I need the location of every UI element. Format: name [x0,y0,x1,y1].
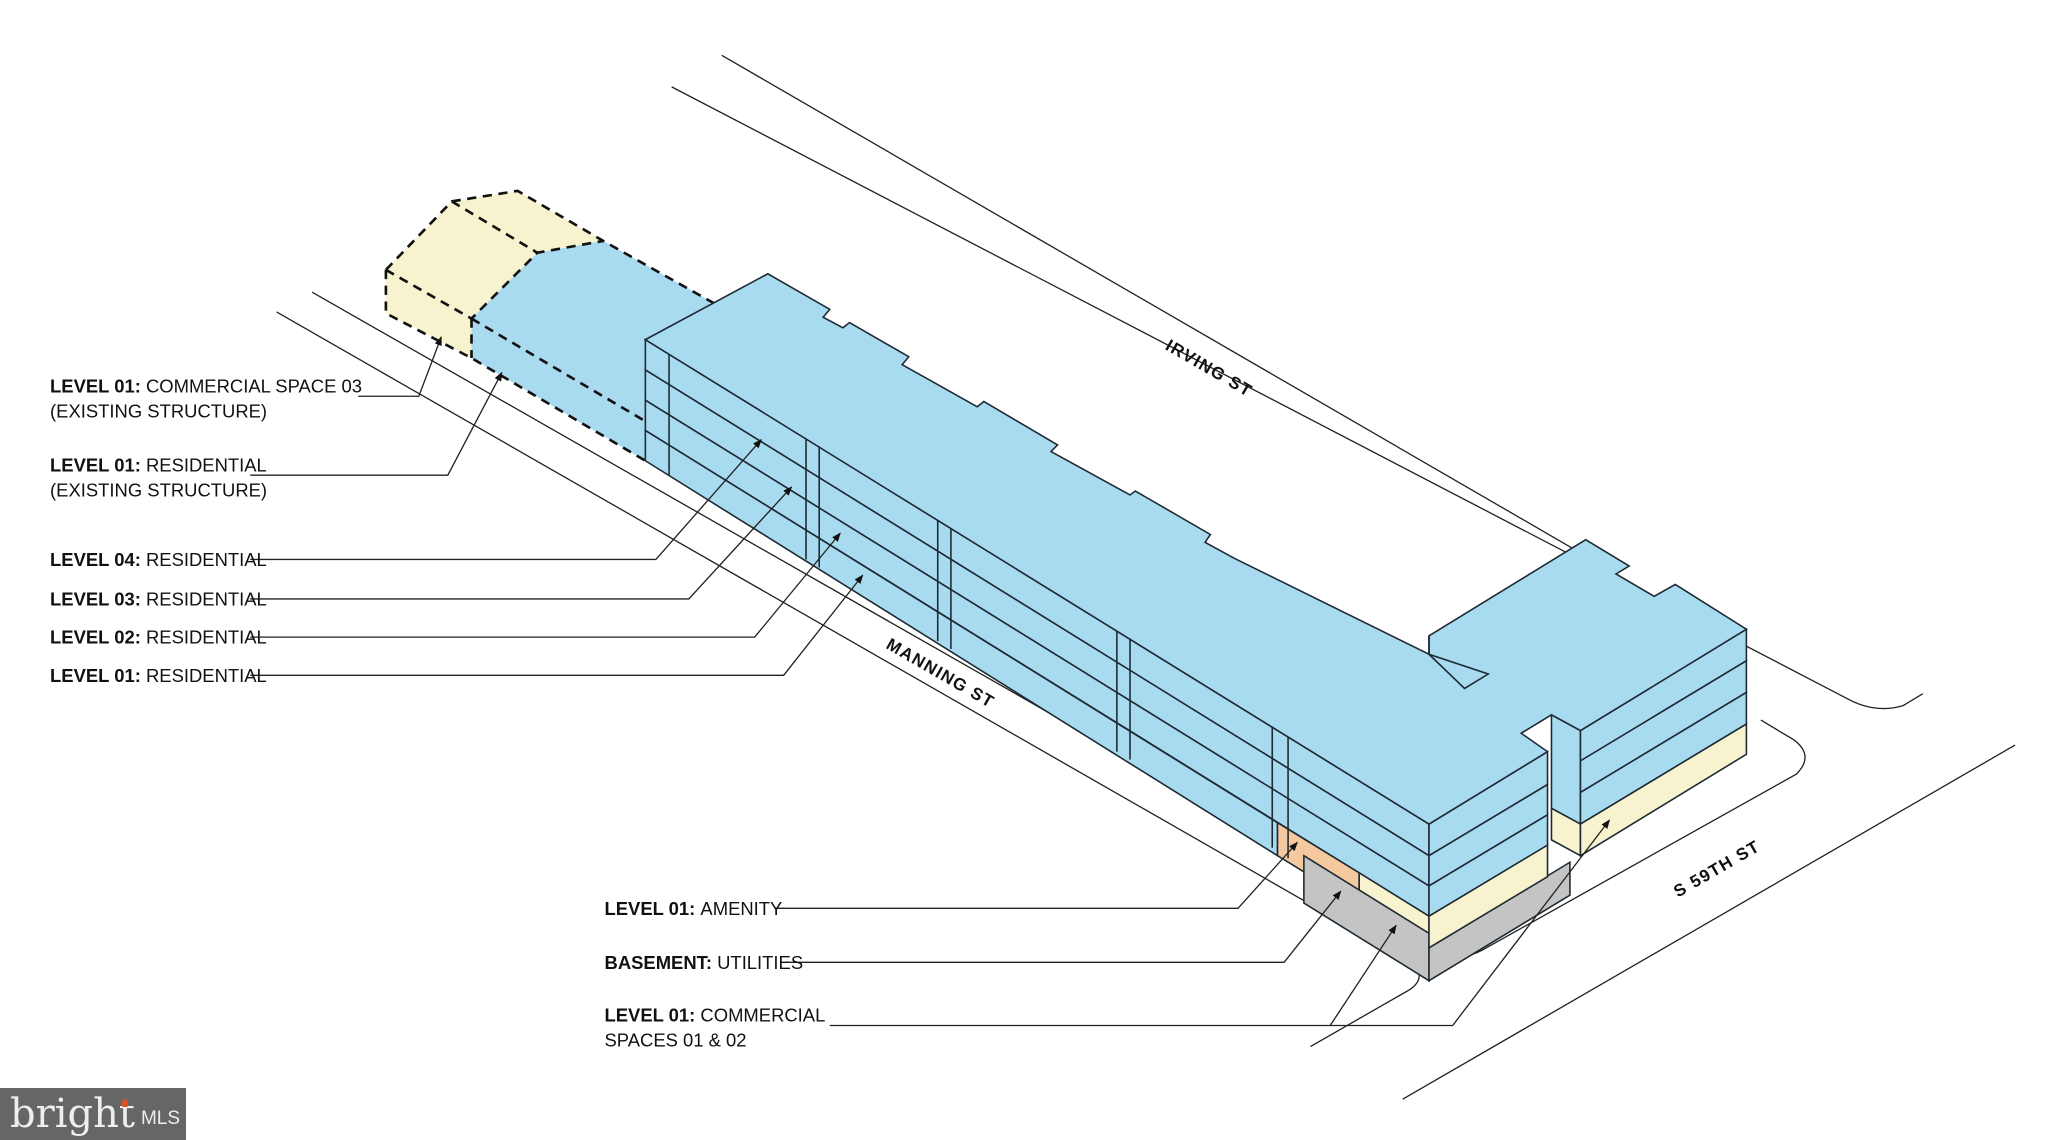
label-existing-residential: LEVEL 01: RESIDENTIAL(EXISTING STRUCTURE… [50,454,267,500]
label-basement: BASEMENT: UTILITIES [605,952,804,973]
label-level-03: LEVEL 03: RESIDENTIAL [50,589,267,610]
leader-lines [250,336,1610,1027]
facade-steps [668,354,1289,859]
logo-flame-icon [122,1099,128,1107]
bright-mls-logo: bright MLS [0,1088,186,1140]
s59th-line-east [1402,744,2016,1100]
label-level-01: LEVEL 01: RESIDENTIAL [50,665,267,686]
proposed-building [643,272,1748,983]
logo-suffix: MLS [140,1108,181,1129]
street-label-irving: IRVING ST [1162,336,1256,401]
roof [643,272,1748,825]
commercial-side [1428,843,1549,950]
existing-commercial-03 [385,190,604,359]
label-commercial-space-03: LEVEL 01: COMMERCIAL SPACE 03(EXISTING S… [50,375,362,421]
label-amenity: LEVEL 01: AMENITY [605,898,783,919]
irving-st-line-south [671,86,1924,710]
notch-face [1550,713,1582,826]
label-level-02: LEVEL 02: RESIDENTIAL [50,627,267,648]
legend-labels: LEVEL 01: COMMERCIAL SPACE 03(EXISTING S… [50,375,825,1050]
label-level-04: LEVEL 04: RESIDENTIAL [50,549,267,570]
existing-residential [471,240,718,461]
existing-structure [384,189,719,462]
logo-wordmark: bright [10,1091,135,1137]
street-label-s59th: S 59TH ST [1670,837,1763,902]
irving-st-line-north [721,54,1581,554]
wing-commercial [1579,722,1748,858]
